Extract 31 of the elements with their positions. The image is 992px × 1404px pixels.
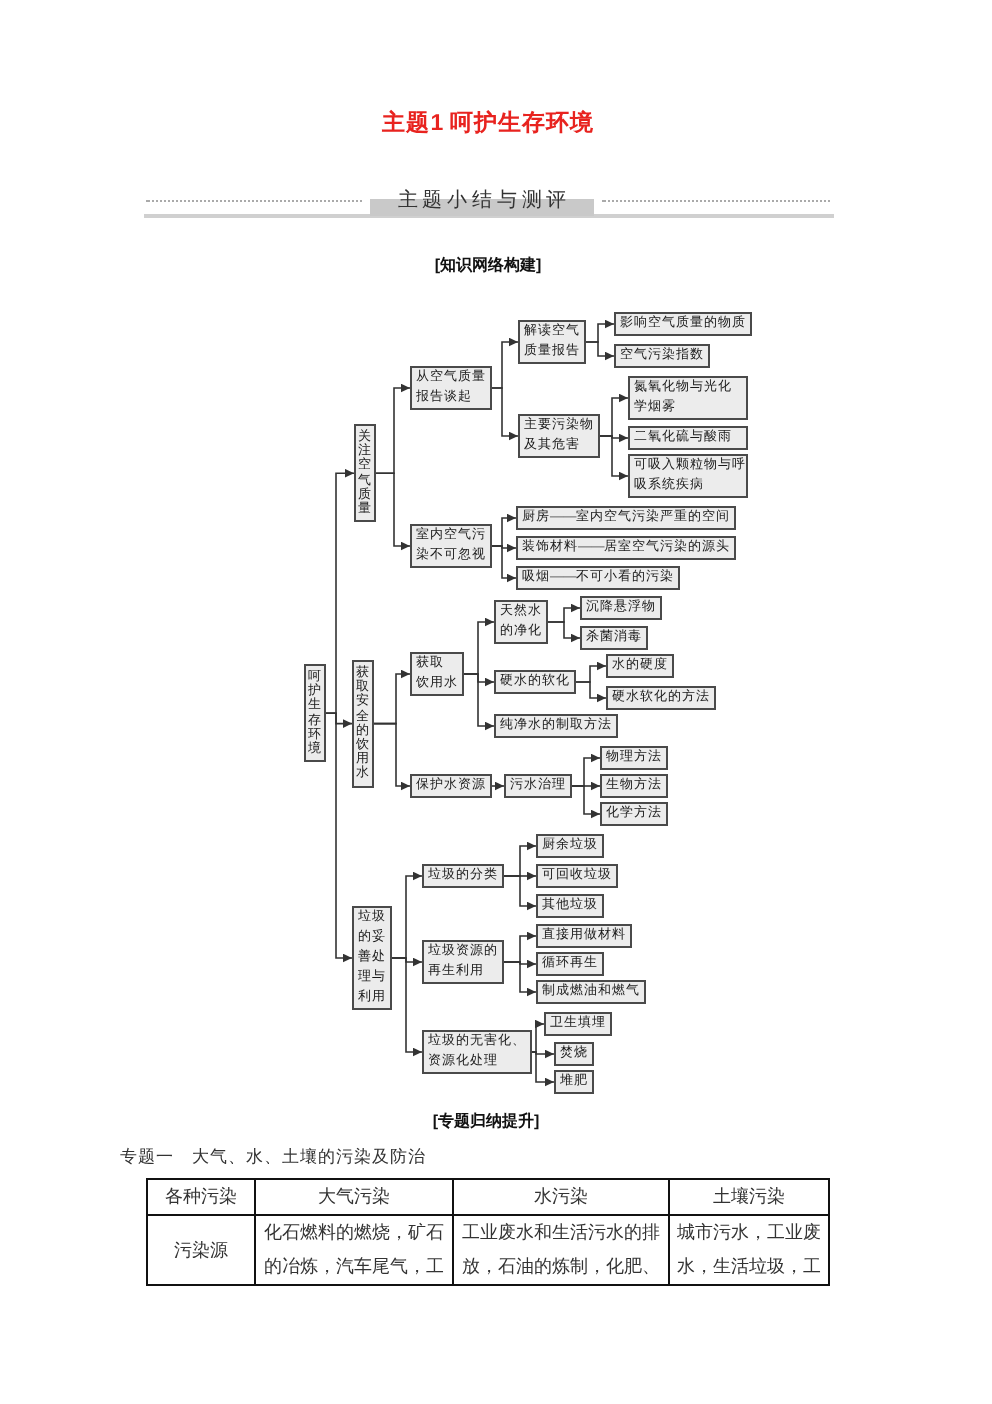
- connector-arrow: [531, 1051, 555, 1087]
- connector-arrow: [547, 621, 581, 643]
- table-cell: 化石燃料的燃烧，矿石的冶炼，汽车尾气，工: [255, 1215, 453, 1285]
- table-cell: 工业废水和生活污水的排放，石油的炼制，化肥、: [453, 1215, 669, 1285]
- connector-arrow: [599, 435, 629, 481]
- connector-arrow: [585, 341, 615, 361]
- connector-arrow: [503, 961, 537, 997]
- connector-arrow: [391, 957, 423, 1057]
- connector-arrow: [491, 387, 519, 441]
- section-heading: [知识网络构建]: [434, 256, 542, 276]
- section-banner: 主题小结与测评: [370, 186, 594, 216]
- connector-arrow: [463, 673, 495, 731]
- connector-arrow: [375, 472, 411, 551]
- table-cell: 水污染: [453, 1179, 669, 1215]
- page-title: 主题1 呵护生存环境: [382, 110, 594, 138]
- connector-arrow: [373, 722, 411, 791]
- connector-arrow: [503, 875, 537, 911]
- table-cell: 大气污染: [255, 1179, 453, 1215]
- connector-arrow: [491, 545, 517, 583]
- connector-arrow: [491, 781, 505, 791]
- table-cell: 城市污水，工业废水，生活垃圾，工: [669, 1215, 829, 1285]
- connector-arrow: [531, 1019, 545, 1053]
- topic-heading: 专题一 大气、水、土壤的污染及防治: [120, 1146, 426, 1168]
- table-cell: 污染源: [147, 1215, 255, 1285]
- connector-arrow: [531, 1049, 555, 1059]
- connector-arrow: [575, 681, 607, 703]
- connector-arrow: [325, 712, 353, 963]
- table-cell: 土壤污染: [669, 1179, 829, 1215]
- table-cell: 各种污染: [147, 1179, 255, 1215]
- connector-arrow: [571, 785, 601, 819]
- section-heading: [专题归纳提升]: [432, 1112, 540, 1132]
